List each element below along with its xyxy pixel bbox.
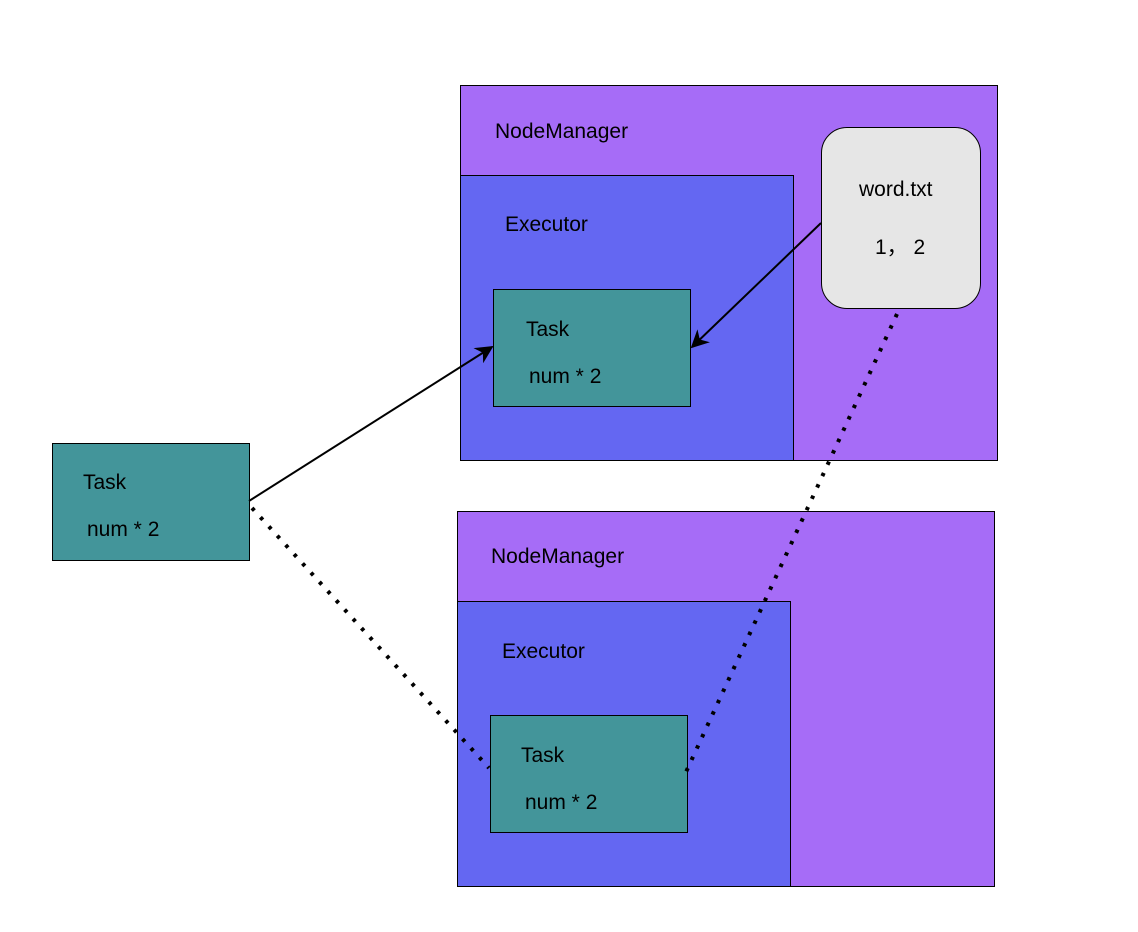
- task-node-1: [493, 289, 691, 407]
- task-node-1-body: num * 2: [529, 365, 602, 388]
- node-manager-1-label: NodeManager: [495, 120, 629, 143]
- edge-source-to-task-1: [248, 346, 494, 502]
- node-manager-2-label: NodeManager: [491, 545, 625, 568]
- executor-1-label: Executor: [505, 213, 588, 236]
- task-node-2-title: Task: [521, 744, 565, 767]
- source-task: [52, 443, 250, 561]
- word-file-name: word.txt: [859, 178, 933, 201]
- task-node-2-body: num * 2: [525, 791, 598, 814]
- word-file-content: 1， 2: [875, 236, 926, 259]
- task-node-1-title: Task: [526, 318, 570, 341]
- edge-source-to-task-2-dotted: [250, 506, 491, 770]
- source-task-title: Task: [83, 471, 127, 494]
- word-file: [821, 127, 981, 309]
- executor-2-label: Executor: [502, 640, 585, 663]
- task-node-2: [490, 715, 688, 833]
- source-task-body: num * 2: [87, 518, 160, 541]
